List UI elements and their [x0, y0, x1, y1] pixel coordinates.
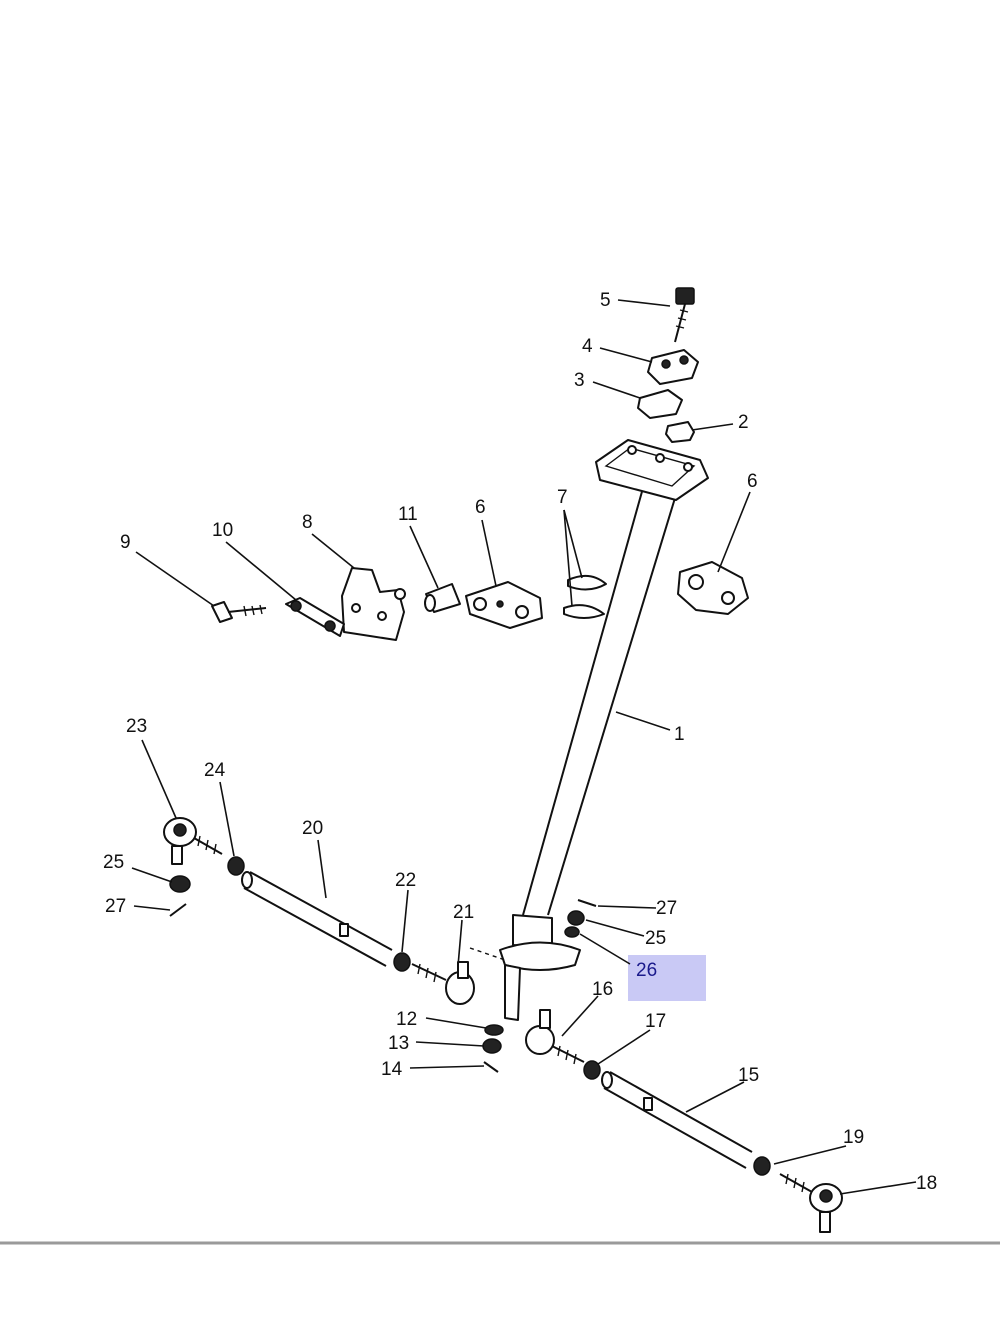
part-20-shape [241, 871, 393, 967]
label-part-27-left: 27 [105, 896, 126, 917]
label-part-3: 3 [574, 370, 585, 391]
part-18-shape [779, 1173, 843, 1233]
label-part-25-left: 25 [103, 852, 124, 873]
part-10-shape [285, 597, 345, 637]
label-part-14: 14 [381, 1059, 403, 1080]
label-part-20: 20 [302, 818, 323, 839]
part-27-right-shape [577, 899, 597, 907]
label-part-8: 8 [302, 512, 313, 533]
steering-column [499, 439, 709, 1021]
part-5-shape [674, 287, 695, 343]
part-4-shape [647, 349, 699, 385]
part-26-shape [564, 926, 580, 938]
part-24-shape [227, 856, 245, 876]
label-part-1: 1 [674, 724, 685, 745]
label-part-16: 16 [592, 979, 613, 1000]
label-part-12: 12 [396, 1009, 417, 1030]
part-17-shape [583, 1060, 601, 1080]
label-part-24: 24 [204, 760, 226, 781]
part-23-shape [163, 817, 223, 865]
tie-rod-dashed-link [469, 947, 506, 961]
part-19-shape [753, 1156, 771, 1176]
label-part-6-left: 6 [475, 497, 486, 518]
part-3-shape [637, 389, 683, 419]
label-part-25-right: 25 [645, 928, 666, 949]
label-part-11: 11 [398, 504, 418, 525]
label-part-26[interactable]: 26 [636, 960, 657, 981]
part-8-shape [341, 567, 406, 641]
label-part-6-right: 6 [747, 471, 758, 492]
label-part-9: 9 [120, 532, 131, 553]
part-7-shape [563, 574, 607, 619]
label-part-21: 21 [453, 902, 474, 923]
part-25-right-shape [567, 910, 585, 926]
label-part-2: 2 [738, 412, 749, 433]
part-12-shape [484, 1024, 504, 1036]
label-part-17: 17 [645, 1011, 666, 1032]
label-part-5: 5 [600, 290, 611, 311]
part-14-shape [483, 1061, 499, 1073]
part-11-shape [424, 583, 461, 613]
label-part-23: 23 [126, 716, 147, 737]
part-21-shape [411, 961, 475, 1005]
part-13-shape [482, 1038, 502, 1054]
part-9-shape [211, 601, 267, 623]
part-27-left-shape [169, 903, 187, 917]
label-part-13: 13 [388, 1033, 409, 1054]
label-part-22: 22 [395, 870, 416, 891]
part-25-left-shape [169, 875, 191, 893]
part-2-shape [665, 421, 695, 443]
leader-lines [131, 299, 917, 1195]
part-22-shape [393, 952, 411, 972]
label-part-19: 19 [843, 1127, 864, 1148]
label-part-27-right: 27 [656, 898, 677, 919]
part-16-shape [525, 1009, 585, 1065]
part-26-highlight[interactable] [628, 955, 706, 1001]
label-part-18: 18 [916, 1173, 937, 1194]
label-part-15: 15 [738, 1065, 759, 1086]
label-part-10: 10 [212, 520, 233, 541]
label-part-4: 4 [582, 336, 593, 357]
label-part-7: 7 [557, 487, 568, 508]
part-15-shape [601, 1071, 753, 1169]
part-6-left-shape [465, 581, 543, 629]
part-6-right-shape [677, 561, 749, 615]
